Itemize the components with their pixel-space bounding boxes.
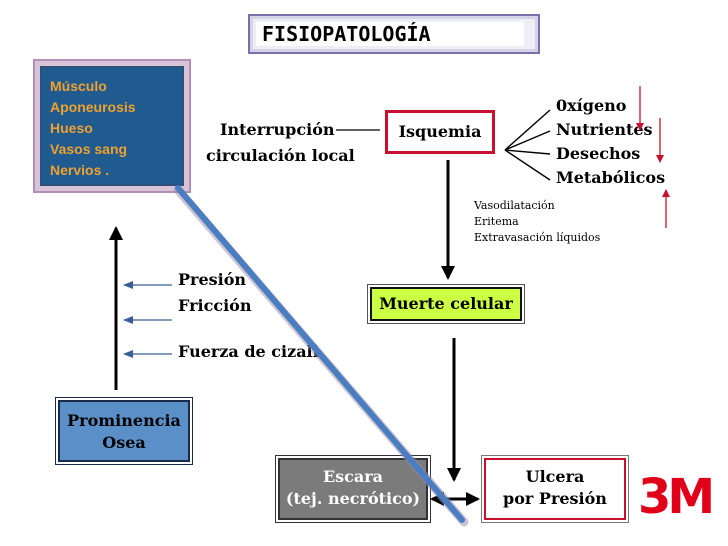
branch-nutrientes [504, 130, 551, 151]
isquemia-box: Isquemia [385, 110, 495, 154]
branch-oxigeno [504, 109, 551, 151]
vascular-extravasacion: Extravasación líquidos [474, 231, 601, 244]
tissue-item-aponeurosis: Aponeurosis [50, 99, 136, 115]
diagonal-line [175, 185, 465, 523]
effect-desechos: Desechos [556, 144, 641, 163]
prominencia-line-1: Prominencia [67, 411, 181, 430]
prominencia-line-2: Osea [102, 433, 146, 452]
vascular-vasodilatacion: Vasodilatación [474, 199, 555, 212]
escara-line-2: (tej. necrótico) [285, 489, 421, 508]
force-presion: Presión [178, 270, 247, 289]
force-friccion: Fricción [178, 296, 252, 315]
ulcera-line-1: Ulcera [525, 467, 585, 486]
ulcera-line-2: por Presión [503, 489, 607, 508]
effect-nutrientes: Nutrientes [556, 120, 653, 139]
effect-metabolicos: Metabólicos [556, 168, 666, 187]
tissue-item-musculo: Músculo [50, 78, 107, 94]
interruption-line-1: Interrupción [220, 120, 335, 139]
title-box: FISIOPATOLOGÍA [248, 14, 540, 54]
ulcera-box: Ulcera por Presión [484, 458, 626, 520]
effect-oxigeno: 0xígeno [556, 96, 627, 115]
tissues-list: Músculo Aponeurosis Hueso Vasos sang Ner… [42, 76, 136, 181]
vascular-eritema: Eritema [474, 215, 519, 228]
page-title: FISIOPATOLOGÍA [256, 22, 524, 46]
tissue-item-hueso: Hueso [50, 120, 93, 136]
escara-box: Escara (tej. necrótico) [278, 458, 428, 520]
muerte-celular-box: Muerte celular [370, 287, 522, 321]
branch-desechos [504, 149, 551, 155]
3m-logo: 3M [638, 469, 715, 525]
tissues-box: Músculo Aponeurosis Hueso Vasos sang Ner… [40, 66, 184, 186]
escara-line-1: Escara [322, 467, 384, 486]
tissue-item-vasos: Vasos sang [50, 141, 128, 157]
interruption-line-2: circulación local [206, 146, 355, 165]
force-cizalla: Fuerza de cizall. [178, 342, 325, 361]
branch-metabolicos [504, 149, 551, 181]
prominencia-box: Prominencia Osea [58, 400, 190, 462]
tissue-item-nervios: Nervios . [50, 162, 110, 178]
